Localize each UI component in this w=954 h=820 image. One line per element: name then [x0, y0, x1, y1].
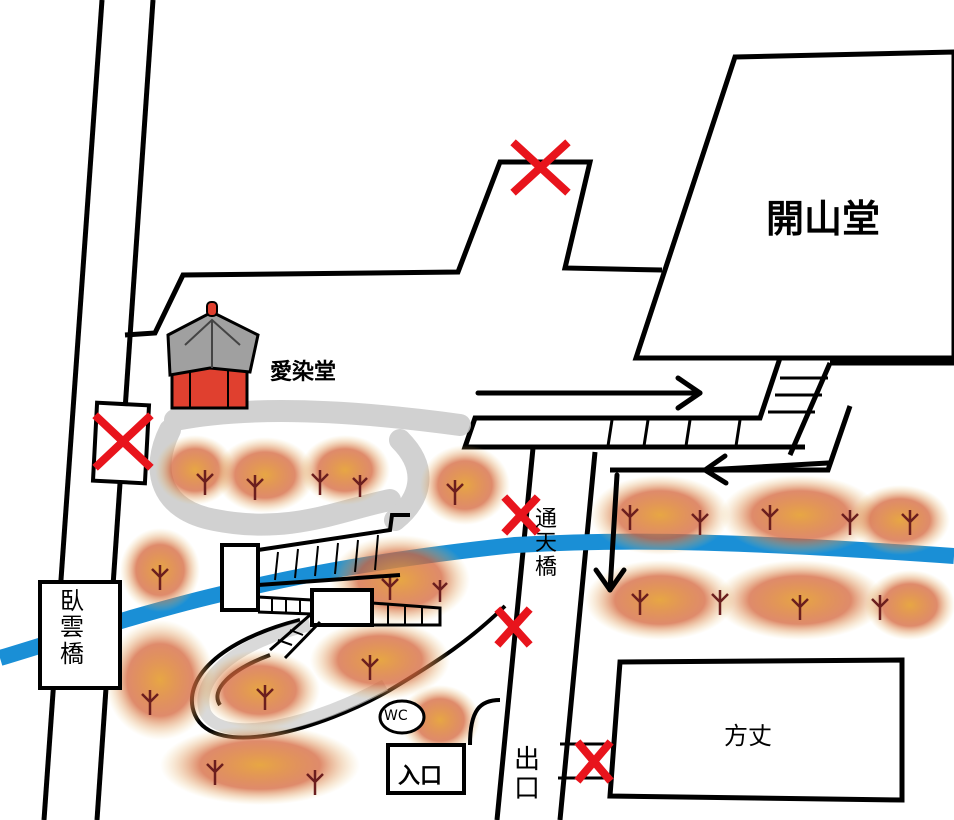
pavilion-icon	[166, 301, 260, 410]
entrance-path	[468, 698, 501, 746]
label-exit: 出 口	[514, 746, 540, 803]
label-aizendo: 愛染堂	[270, 360, 337, 385]
garyukyo-box	[38, 580, 122, 690]
label-garyukyo-char: 橋	[60, 639, 84, 668]
label-entrance: 入口	[398, 764, 443, 789]
label-garyukyo: 臥 雲 橋	[60, 587, 84, 668]
label-tsutenkyo-char: 通	[535, 507, 558, 532]
direction-arrow-icon	[475, 375, 831, 593]
label-tsutenkyo: 通 天 橋	[535, 507, 558, 581]
label-tsutenkyo-char: 天	[535, 531, 558, 557]
entrance-box	[386, 743, 466, 795]
autumn-foliage	[105, 435, 954, 805]
label-hojo: 方丈	[724, 722, 772, 750]
corridor	[461, 355, 954, 473]
label-exit-char: 出	[514, 745, 541, 775]
wc-icon	[378, 699, 426, 735]
bridge-structure	[220, 513, 442, 660]
label-garyukyo-char: 臥	[60, 587, 84, 615]
label-garyukyo-char: 雲	[60, 613, 84, 642]
compound-outline	[124, 159, 663, 338]
closed-x-icon	[92, 139, 614, 784]
label-exit-char: 口	[514, 773, 541, 804]
hojo-building	[607, 657, 905, 803]
label-tsutenkyo-char: 橋	[535, 555, 558, 581]
foliage-tree-icon	[141, 470, 919, 795]
label-kaizando: 開山堂	[766, 197, 881, 241]
kaizando-building	[632, 49, 954, 361]
label-wc: WC	[384, 708, 408, 724]
